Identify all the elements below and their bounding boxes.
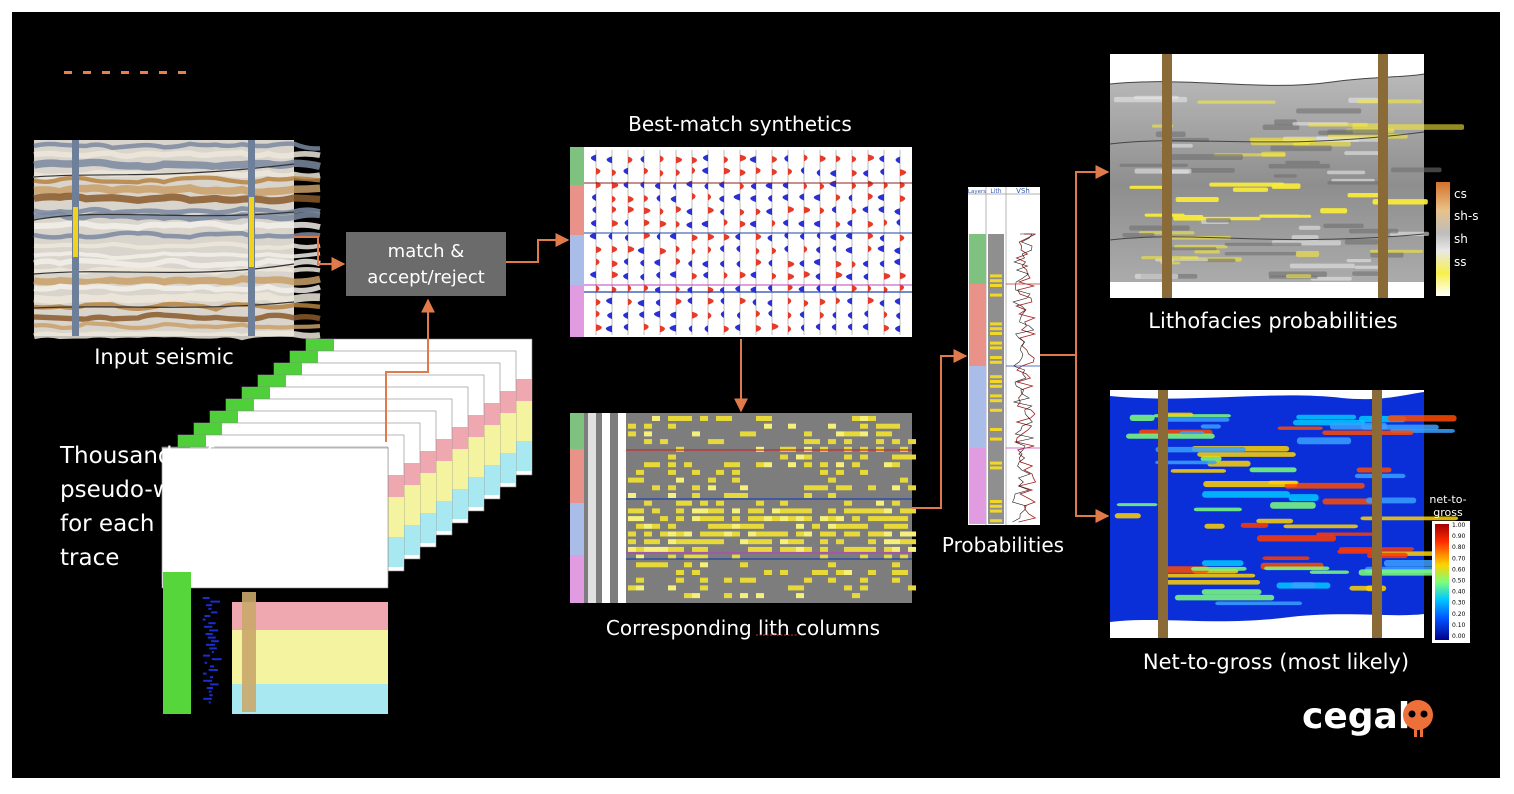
net-to-gross-label: Net-to-gross (most likely) [1143,650,1409,674]
ntg-tick-label: 0.50 [1452,578,1466,585]
legend-cs: cs [1454,187,1467,201]
lithofacies-label: Lithofacies probabilities [1148,309,1397,333]
diagram-canvas: Input seismic match & accept/reject Best… [33,54,1478,737]
ntg-tick-label: 0.10 [1452,622,1466,629]
arrow-to-net-to-gross [1075,355,1110,523]
flow-arrows [294,165,1110,523]
input-seismic-label: Input seismic [94,345,234,369]
pseudo-wells-line-4: trace [60,545,120,571]
cegal-logo: cegal [1302,696,1433,737]
best-match-synthetics-panel [570,147,912,337]
process-box-line-1: match & [388,241,465,262]
lith-columns-panel [570,413,916,603]
ntg-tick-label: 0.00 [1452,633,1466,640]
ntg-tick-label: 1.00 [1452,522,1466,529]
decorative-dashes [64,71,188,77]
legend-ss: ss [1454,255,1467,269]
net-to-gross-legend: net-to- gross 1.00 0.90 0.80 0.70 0.60 0.50 0.… [1429,493,1470,643]
ntg-tick-label: 0.40 [1452,589,1466,596]
lith-columns-label: Corresponding lith columns [606,616,880,640]
probabilities-label: Probabilities [942,533,1064,557]
arrow-wells-to-match [385,298,435,442]
ntg-legend-title-2: gross [1433,506,1463,519]
log-header-vsh: VSh [1016,187,1030,195]
pseudo-wells-line-3: for each [60,511,155,537]
best-match-label: Best-match synthetics [628,112,852,136]
ntg-legend-title-1: net-to- [1429,493,1466,506]
ntg-tick-label: 0.70 [1452,555,1466,562]
pseudo-wells-line-1: Thousands of [60,443,214,469]
lithofacies-map [1109,54,1465,298]
arrow-lith-to-probabilities [912,349,968,509]
net-to-gross-map [1110,390,1467,638]
legend-sh: sh [1454,232,1468,246]
input-seismic-image [33,140,321,341]
workflow-slide: Input seismic match & accept/reject Best… [12,12,1500,778]
ntg-tick-label: 0.20 [1452,611,1466,618]
log-header-lith: Lith [990,188,1001,195]
pseudo-wells-label: Thousands of pseudo-wells for each trace [60,439,240,575]
match-accept-reject-box: match & accept/reject [346,232,506,296]
ntg-tick-label: 0.80 [1452,544,1466,551]
log-header-layers: Layers [968,189,986,195]
lithofacies-legend: cs sh-s sh ss [1436,182,1478,296]
ntg-tick-label: 0.60 [1452,566,1466,573]
ntg-tick-label: 0.90 [1452,533,1466,540]
ntg-tick-label: 0.30 [1452,600,1466,607]
process-box-line-2: accept/reject [367,267,485,288]
arrow-to-lithofacies [1075,165,1110,355]
probabilities-log-panel: Layers Lith VSh [968,187,1040,525]
logo-wordmark: cegal [1302,696,1410,737]
arrow-match-to-synthetics [506,233,570,263]
arrow-seismic-to-match [294,236,346,271]
legend-sh-s: sh-s [1454,209,1478,223]
pseudo-wells-line-2: pseudo-wells [60,477,211,503]
